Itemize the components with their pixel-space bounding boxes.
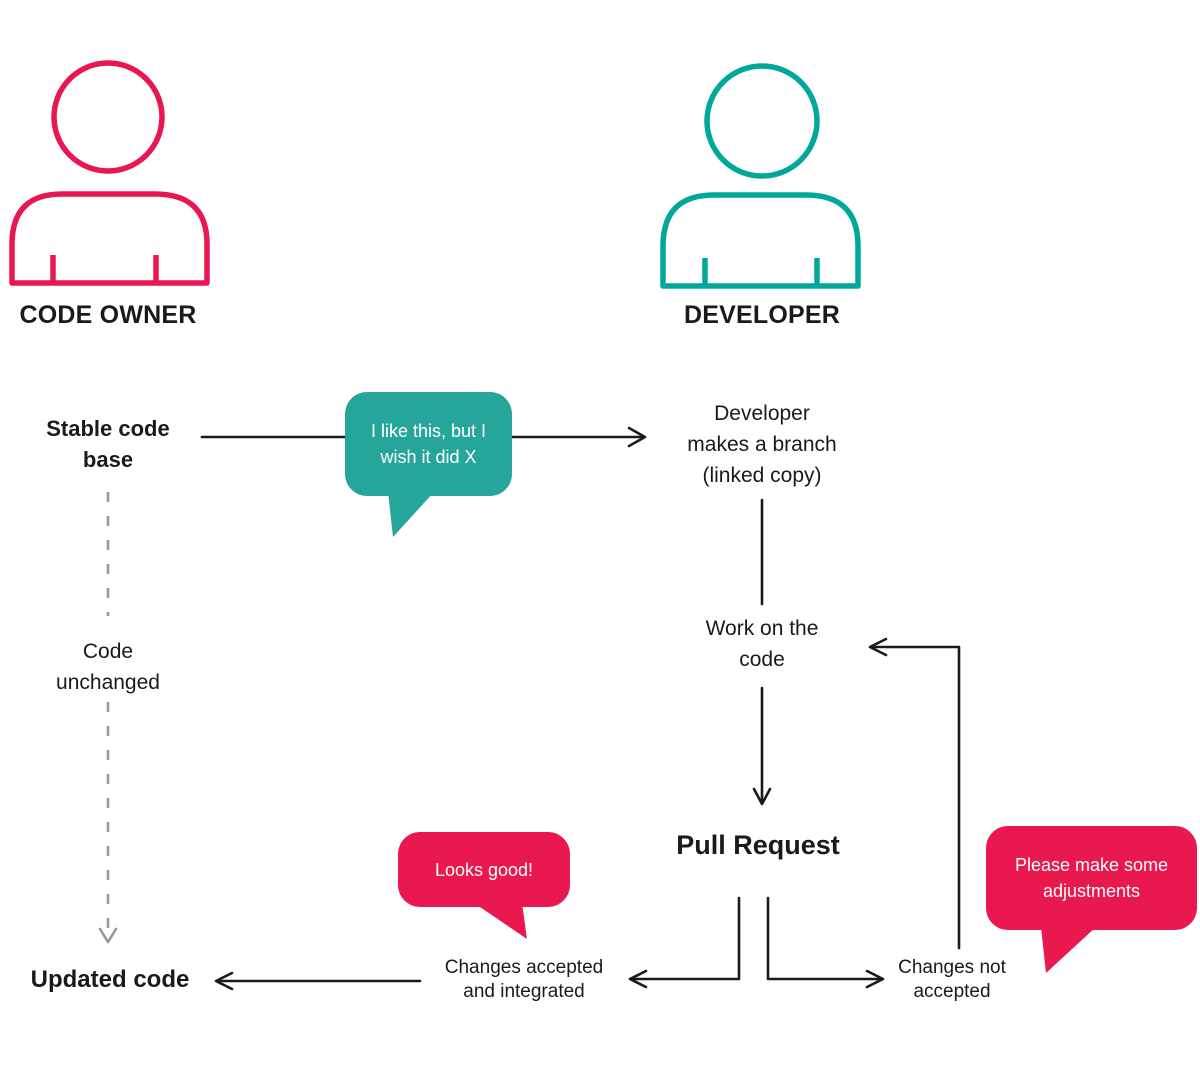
speech-bubble-owner-request: I like this, but I wish it did X [345, 392, 512, 496]
arrow-accepted-to-updated [214, 971, 422, 991]
dashed-line-code-unchanged [98, 492, 118, 944]
developer-label: DEVELOPER [684, 301, 840, 329]
arrow-pullrequest-to-not-accepted [766, 896, 885, 989]
looks-good-bubble-tail [474, 903, 527, 939]
arrow-pullrequest-to-accepted [628, 896, 741, 989]
arrow-work-to-pullrequest [752, 686, 772, 806]
node-developer-branch: Developer makes a branch (linked copy) [687, 402, 837, 487]
node-changes-not-accepted: Changes not accepted [898, 957, 1006, 1002]
teal-bubble-tail [388, 492, 434, 537]
speech-bubble-looks-good: Looks good! [398, 832, 570, 907]
node-changes-accepted: Changes accepted and integrated [444, 957, 604, 1002]
developer-icon [660, 63, 861, 289]
node-updated-code: Updated code [30, 966, 190, 993]
code-owner-label: CODE OWNER [19, 301, 197, 329]
node-pull-request: Pull Request [676, 830, 840, 860]
arrow-not-accepted-to-work [868, 637, 961, 950]
node-work-on-code: Work on the code [705, 617, 819, 671]
node-code-unchanged: Code unchanged [56, 640, 160, 694]
adjustments-bubble-tail [1041, 927, 1096, 973]
code-owner-icon [9, 60, 210, 286]
node-stable-code-base: Stable code base [46, 416, 170, 472]
speech-bubble-adjustments: Please make some adjustments [986, 826, 1197, 930]
